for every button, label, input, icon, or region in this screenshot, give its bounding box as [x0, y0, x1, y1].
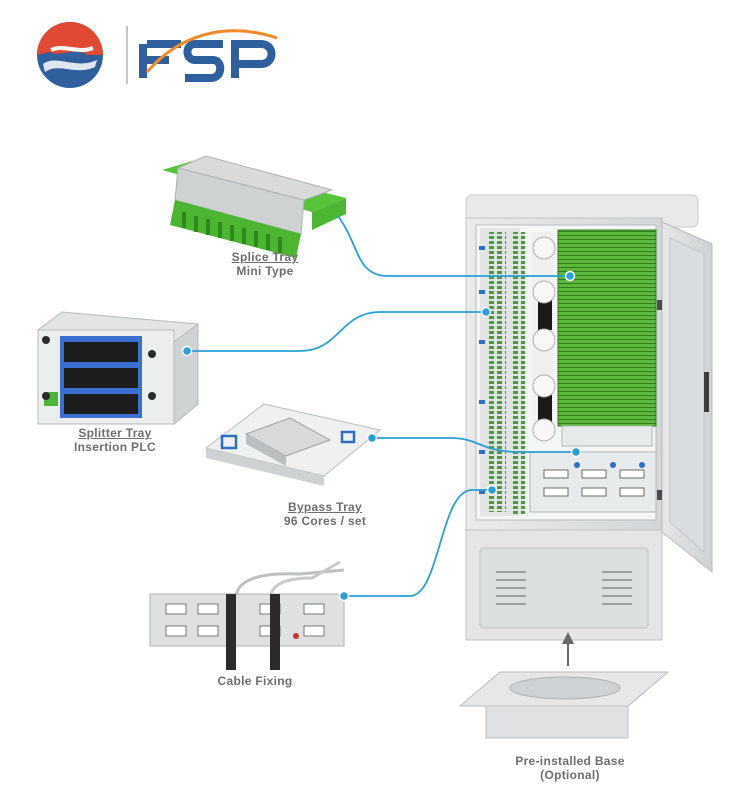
splice-tray-subtitle: Mini Type [236, 264, 294, 278]
bypass-tray-subtitle: 96 Cores / set [283, 514, 367, 528]
splitter-tray-image [36, 311, 200, 426]
cable-fixing-image [149, 560, 345, 670]
preinstalled-base-title: Pre-installed Base [515, 754, 625, 768]
splice-tray-image [162, 155, 346, 258]
preinstalled-base-image [458, 632, 670, 739]
leader-splitter [190, 311, 486, 352]
brand-logo [37, 22, 278, 88]
label-cable-fixing: Cable Fixing [190, 674, 320, 688]
leader-splice [337, 215, 570, 277]
splice-tray-title: Splice Tray [231, 250, 299, 264]
logo-emblem-icon [37, 22, 103, 88]
splitter-tray-subtitle: Insertion PLC [74, 440, 156, 454]
preinstalled-base-note: (Optional) [540, 768, 600, 782]
logo-wordmark [139, 29, 278, 82]
label-splice-tray: Splice Tray Mini Type [200, 250, 330, 278]
label-splitter-tray: Splitter Tray Insertion PLC [40, 426, 190, 454]
arrow-up-icon [562, 632, 574, 644]
bypass-tray-title: Bypass Tray [287, 500, 362, 514]
leader-lines [190, 215, 576, 597]
label-preinstalled-base: Pre-installed Base (Optional) [490, 754, 650, 782]
bypass-tray-image [204, 403, 382, 486]
leader-bypass [372, 437, 576, 453]
cable-fixing-title: Cable Fixing [217, 674, 293, 688]
splitter-tray-title: Splitter Tray [78, 426, 152, 440]
label-bypass-tray: Bypass Tray 96 Cores / set [250, 500, 400, 528]
outdoor-cabinet [465, 194, 713, 641]
leader-cable [344, 489, 492, 597]
